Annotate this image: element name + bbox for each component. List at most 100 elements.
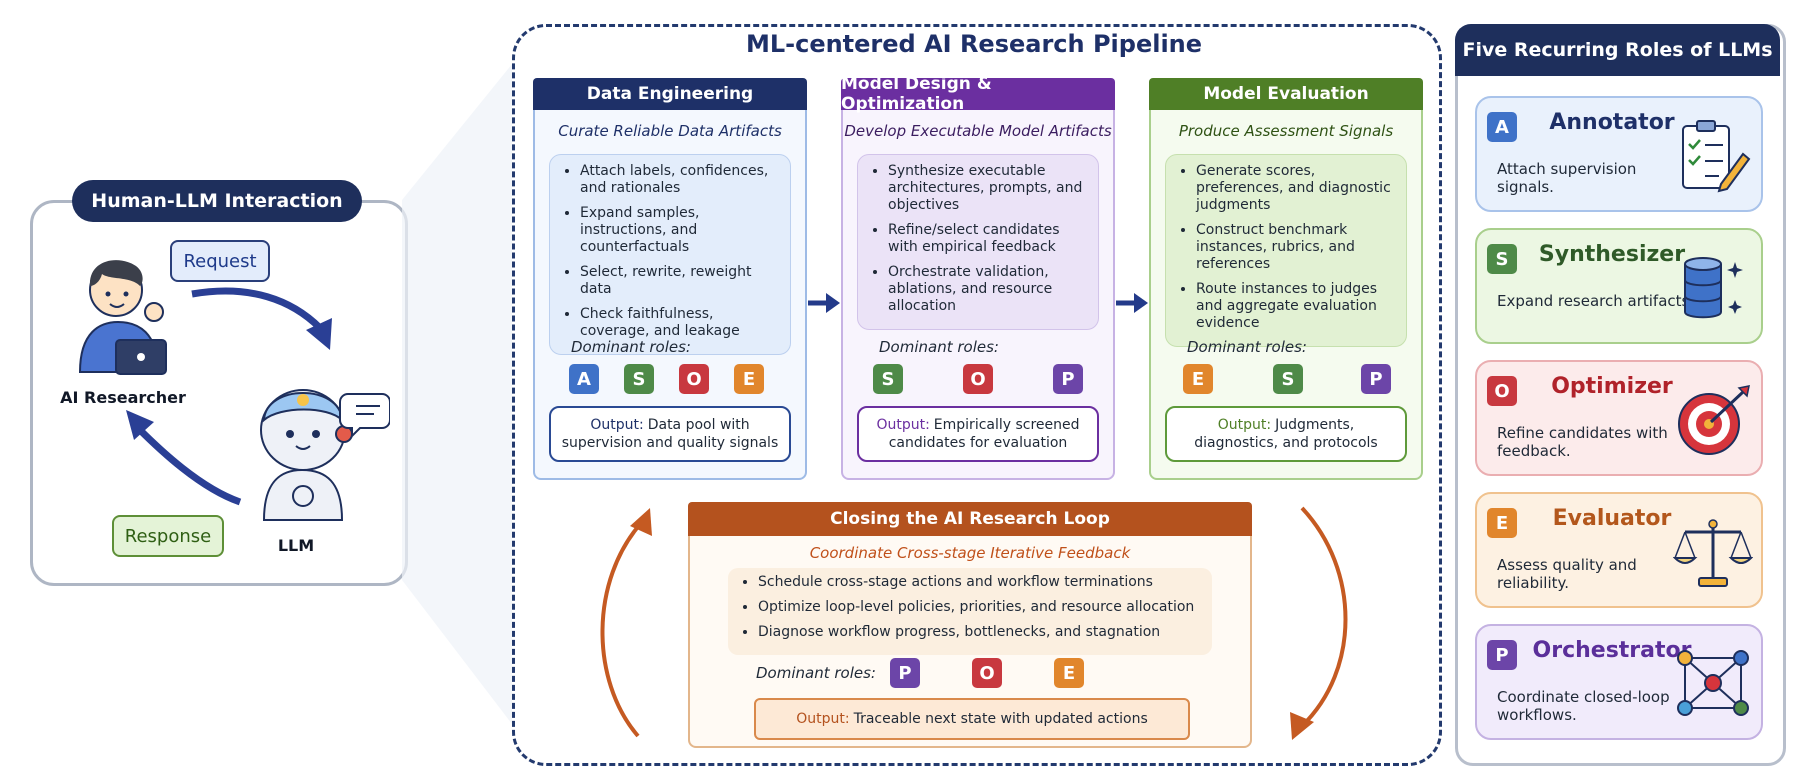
role-badge-e: E <box>1054 658 1084 688</box>
output-text: Judgments, diagnostics, and protocols <box>1194 417 1378 451</box>
stage-subtitle: Produce Assessment Signals <box>1178 122 1394 140</box>
role-card-synthesizer: S Synthesizer Expand research artifacts. <box>1475 228 1763 344</box>
role-name: Orchestrator <box>1532 638 1692 663</box>
ai-researcher-label: AI Researcher <box>60 388 186 407</box>
role-desc: Refine candidates with feedback. <box>1497 424 1668 460</box>
research-loop-box: Closing the AI Research Loop Coordinate … <box>688 502 1252 748</box>
stage-arrow-icon <box>808 293 840 313</box>
stage-title: Model Design & Optimization <box>841 74 1115 114</box>
bullet-item: Optimize loop-level policies, priorities… <box>758 599 1202 616</box>
role-name: Optimizer <box>1551 374 1673 399</box>
stage-output: Output:Judgments, diagnostics, and proto… <box>1165 406 1407 462</box>
loop-subtitle: Coordinate Cross-stage Iterative Feedbac… <box>809 544 1131 562</box>
llm-robot-icon <box>260 389 390 521</box>
stage-title: Model Evaluation <box>1149 78 1423 110</box>
stage-arrow-icon <box>1116 293 1148 313</box>
output-label: Output: <box>590 417 644 433</box>
target-arrow-icon <box>1678 385 1750 455</box>
role-badge-p: P <box>890 658 920 688</box>
role-badge-e: E <box>734 364 764 394</box>
role-badge-o: O <box>679 364 709 394</box>
stage-model-evaluation: Model Evaluation Produce Assessment Sign… <box>1149 78 1423 480</box>
roles-panel-title: Five Recurring Roles of LLMs <box>1455 24 1780 76</box>
bullet-item: Orchestrate validation, ablations, and r… <box>888 264 1090 315</box>
bullet-item: Construct benchmark instances, rubrics, … <box>1196 222 1398 273</box>
loop-arrows <box>600 506 1348 740</box>
role-badge-a: A <box>569 364 599 394</box>
output-label: Output: <box>796 711 850 727</box>
bullet-item: Check faithfulness, coverage, and leakag… <box>580 306 782 340</box>
ai-researcher-icon <box>78 260 167 375</box>
loop-arrowhead-up-icon <box>630 508 652 536</box>
role-letter: S <box>1487 244 1517 274</box>
role-card-evaluator: E Evaluator Assess quality and reliabili… <box>1475 492 1763 608</box>
output-text: Traceable next state with updated action… <box>853 711 1148 727</box>
role-desc: Assess quality and reliability. <box>1497 556 1637 592</box>
interaction-arrows <box>126 287 332 506</box>
bullet-item: Refine/select candidates with empirical … <box>888 222 1090 256</box>
role-name: Annotator <box>1549 110 1675 135</box>
network-graph-icon <box>1677 650 1749 716</box>
bullet-item: Schedule cross-stage actions and workflo… <box>758 574 1202 591</box>
loop-arrowhead-down-icon <box>1290 712 1314 740</box>
bullet-item: Attach labels, confidences, and rational… <box>580 163 782 197</box>
clipboard-checklist-icon <box>1682 120 1751 193</box>
role-name: Evaluator <box>1552 506 1672 531</box>
stage-output: Output:Data pool with supervision and qu… <box>549 406 791 462</box>
role-card-annotator: A Annotator Attach supervision signals. <box>1475 96 1763 212</box>
output-label: Output: <box>876 417 930 433</box>
role-name: Synthesizer <box>1538 242 1686 267</box>
balance-scale-icon <box>1673 519 1753 587</box>
output-text: Empirically screened candidates for eval… <box>888 417 1080 451</box>
dominant-roles-label: Dominant roles: <box>879 338 999 356</box>
llm-label: LLM <box>277 536 315 555</box>
stage-bullets: Generate scores, preferences, and diagno… <box>1165 154 1407 347</box>
loop-output: Output:Traceable next state with updated… <box>754 698 1190 740</box>
role-badge-s: S <box>1273 364 1303 394</box>
database-sparkle-icon <box>1684 257 1743 319</box>
role-letter: A <box>1487 112 1517 142</box>
bullet-item: Expand samples, instructions, and counte… <box>580 205 782 256</box>
panel-connector <box>402 64 512 724</box>
role-badge-s: S <box>624 364 654 394</box>
stage-bullets: Attach labels, confidences, and rational… <box>549 154 791 355</box>
response-bubble: Response <box>112 515 224 557</box>
stage-bullets: Synthesize executable architectures, pro… <box>857 154 1099 330</box>
stage-title: Data Engineering <box>533 78 807 110</box>
role-letter: O <box>1487 376 1517 406</box>
role-card-optimizer: O Optimizer Refine candidates with feedb… <box>1475 360 1763 476</box>
dominant-roles-label: Dominant roles: <box>571 338 691 356</box>
request-bubble: Request <box>170 240 270 282</box>
role-badge-s: S <box>873 364 903 394</box>
bullet-item: Route instances to judges and aggregate … <box>1196 281 1398 332</box>
bullet-item: Select, rewrite, reweight data <box>580 264 782 298</box>
dominant-roles-label: Dominant roles: <box>1187 338 1307 356</box>
role-badge-p: P <box>1361 364 1391 394</box>
human-llm-title: Human-LLM Interaction <box>72 180 362 222</box>
loop-title: Closing the AI Research Loop <box>688 502 1252 536</box>
role-desc: Coordinate closed-loop workflows. <box>1497 688 1670 724</box>
pipeline-title: ML-centered AI Research Pipeline <box>745 30 1203 58</box>
role-badge-o: O <box>963 364 993 394</box>
role-letter: E <box>1487 508 1517 538</box>
response-arrowhead-icon <box>126 410 154 440</box>
output-text: Data pool with supervision and quality s… <box>561 417 779 451</box>
role-card-orchestrator: P Orchestrator Coordinate closed-loop wo… <box>1475 624 1763 740</box>
role-badge-p: P <box>1053 364 1083 394</box>
stage-data-engineering: Data Engineering Curate Reliable Data Ar… <box>533 78 807 480</box>
role-desc: Expand research artifacts. <box>1497 292 1695 310</box>
stage-subtitle: Develop Executable Model Artifacts <box>844 122 1112 140</box>
role-badge-o: O <box>972 658 1002 688</box>
loop-bullets: Schedule cross-stage actions and workflo… <box>728 568 1212 655</box>
stage-output: Output:Empirically screened candidates f… <box>857 406 1099 462</box>
role-desc: Attach supervision signals. <box>1497 160 1637 196</box>
pipeline-frame <box>512 24 1442 766</box>
dominant-roles-label: Dominant roles: <box>756 664 876 682</box>
role-badge-e: E <box>1183 364 1213 394</box>
bullet-item: Diagnose workflow progress, bottlenecks,… <box>758 624 1202 641</box>
stage-subtitle: Curate Reliable Data Artifacts <box>558 122 782 140</box>
bullet-item: Synthesize executable architectures, pro… <box>888 163 1090 214</box>
output-label: Output: <box>1217 417 1272 433</box>
request-arrowhead-icon <box>306 318 332 350</box>
role-letter: P <box>1487 640 1517 670</box>
